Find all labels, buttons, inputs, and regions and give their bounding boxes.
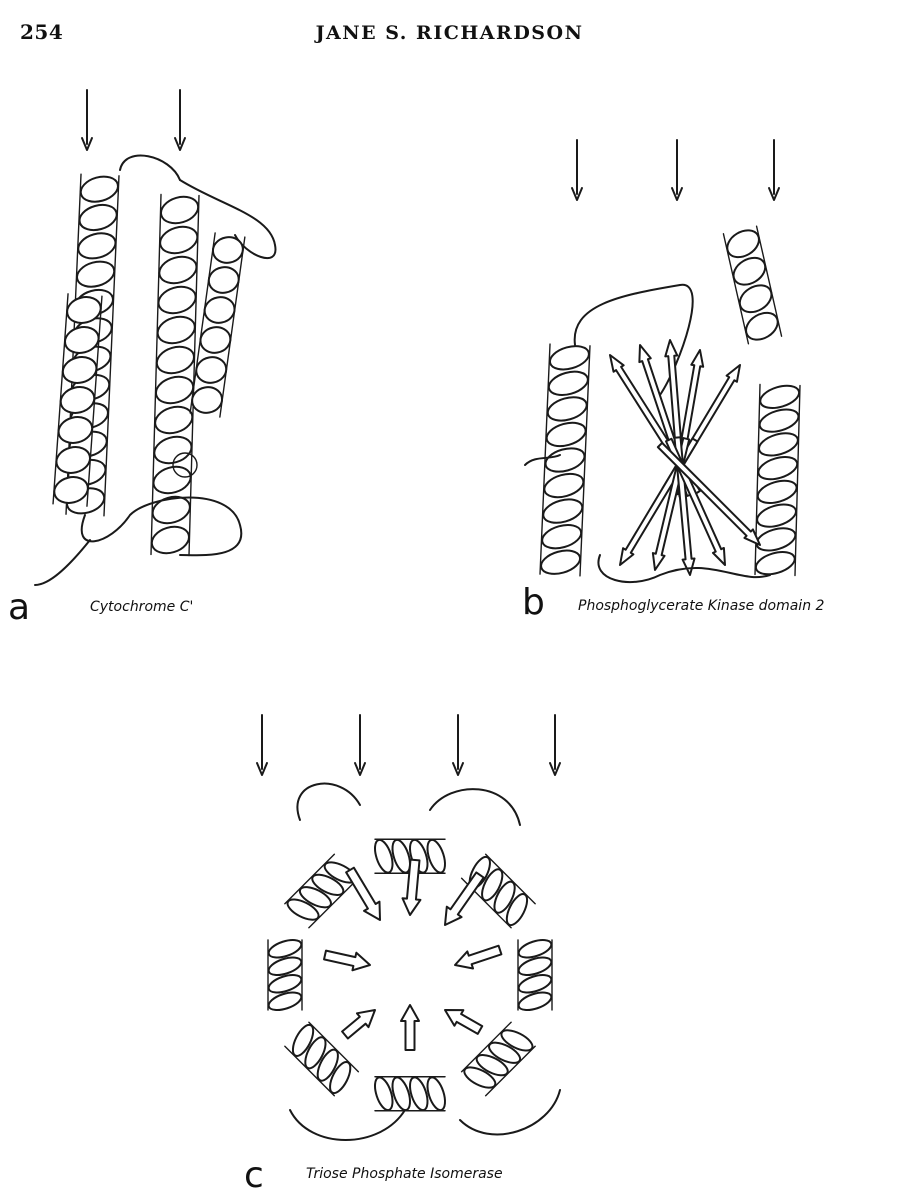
panel-c-arrow bbox=[452, 714, 464, 776]
arrow-group-a bbox=[81, 89, 186, 151]
panel-c-arrow bbox=[256, 714, 268, 776]
figure-panel-a: a Cytochrome C' bbox=[8, 85, 310, 626]
sheet-strand bbox=[656, 441, 761, 546]
connecting-loop bbox=[597, 554, 771, 583]
barrel-strand bbox=[444, 1009, 484, 1035]
arrow-group-c bbox=[256, 714, 561, 776]
connecting-loop bbox=[289, 1109, 406, 1141]
caption-a: Cytochrome C' bbox=[90, 599, 194, 615]
connecting-loop bbox=[179, 179, 277, 260]
c-terminal-tail bbox=[34, 539, 91, 586]
helix-top bbox=[722, 225, 783, 345]
helix-2 bbox=[150, 193, 200, 557]
caption-c: Triose Phosphate Isomerase bbox=[306, 1166, 503, 1182]
connecting-loop bbox=[459, 1089, 561, 1136]
panel-label-a: a bbox=[8, 587, 31, 628]
panel-a-arrow bbox=[174, 89, 186, 151]
figure-panel-b: b Phosphoglycerate Kinase domain 2 bbox=[510, 135, 850, 625]
barrel-helix bbox=[267, 939, 303, 1011]
panel-label-c: c bbox=[244, 1155, 264, 1196]
barrel-strand bbox=[341, 1009, 376, 1040]
panel-a-arrow bbox=[81, 89, 93, 151]
cytochrome-ribbon-drawing bbox=[34, 89, 277, 586]
helix-right bbox=[754, 383, 801, 577]
panel-b-arrow bbox=[768, 139, 780, 201]
barrel-helix bbox=[374, 1076, 446, 1112]
connecting-loop bbox=[429, 788, 521, 826]
barrel-strand bbox=[444, 871, 485, 926]
panel-label-b: b bbox=[522, 582, 545, 623]
pgk-ribbon-drawing bbox=[524, 139, 801, 583]
barrel-helix bbox=[517, 939, 553, 1011]
helix-4 bbox=[52, 293, 103, 507]
barrel-helix bbox=[460, 853, 536, 929]
figure-panel-c: c Triose Phosphate Isomerase bbox=[230, 710, 590, 1194]
panel-b-arrow bbox=[671, 139, 683, 201]
barrel-helix bbox=[460, 1021, 536, 1097]
barrel-strand bbox=[345, 866, 381, 921]
page-number: 254 bbox=[20, 20, 64, 44]
barrel-strand bbox=[401, 858, 422, 916]
panel-b-arrow bbox=[571, 139, 583, 201]
connecting-loop bbox=[80, 496, 243, 557]
helix-3 bbox=[189, 232, 246, 418]
running-header-author: JANE S. RICHARDSON bbox=[315, 22, 584, 44]
n-terminal-tail bbox=[524, 454, 561, 466]
barrel-helix bbox=[374, 838, 446, 874]
connecting-loop bbox=[296, 782, 361, 821]
arrow-group-b bbox=[571, 139, 780, 201]
barrel-helix bbox=[284, 853, 360, 929]
caption-b: Phosphoglycerate Kinase domain 2 bbox=[578, 598, 825, 614]
barrel-helix bbox=[284, 1021, 360, 1097]
barrel-strand bbox=[454, 944, 503, 970]
panel-c-arrow bbox=[354, 714, 366, 776]
helix-left bbox=[539, 343, 591, 577]
barrel-strand bbox=[400, 1004, 420, 1051]
connecting-loop bbox=[573, 283, 694, 396]
connecting-loop bbox=[119, 154, 181, 181]
panel-c-arrow bbox=[549, 714, 561, 776]
tim-barrel-ribbon-drawing bbox=[256, 714, 561, 1141]
barrel-strand bbox=[323, 949, 371, 972]
